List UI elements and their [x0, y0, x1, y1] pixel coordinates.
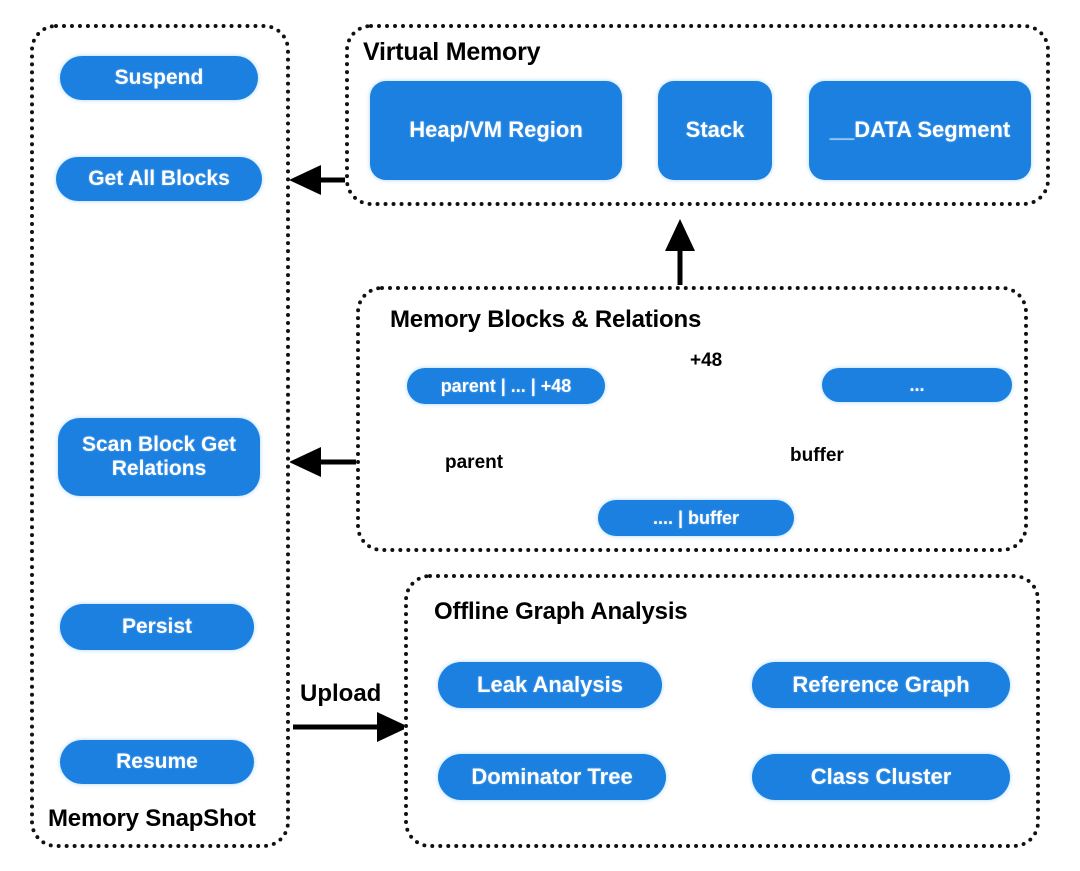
- node-block-dots[interactable]: ...: [822, 368, 1012, 402]
- node-resume[interactable]: Resume: [60, 740, 254, 784]
- node-class-cluster[interactable]: Class Cluster: [752, 754, 1010, 800]
- node-suspend[interactable]: Suspend: [60, 56, 258, 100]
- panel-memory-snapshot-title: Memory SnapShot: [48, 805, 256, 832]
- edge-label-buffer: buffer: [790, 445, 844, 466]
- node-block-parent[interactable]: parent | ... | +48: [407, 368, 605, 404]
- node-block-buffer[interactable]: .... | buffer: [598, 500, 794, 536]
- node-heap-vm-region[interactable]: Heap/VM Region: [370, 81, 622, 180]
- node-scan-block-get-relations[interactable]: Scan Block Get Relations: [58, 418, 260, 496]
- node-persist[interactable]: Persist: [60, 604, 254, 650]
- edge-label-plus48: +48: [690, 350, 723, 371]
- node-dominator-tree[interactable]: Dominator Tree: [438, 754, 666, 800]
- node-reference-graph[interactable]: Reference Graph: [752, 662, 1010, 708]
- panel-offline-graph-analysis-title: Offline Graph Analysis: [434, 598, 688, 625]
- panel-virtual-memory-title: Virtual Memory: [363, 38, 541, 66]
- node-get-all-blocks[interactable]: Get All Blocks: [56, 157, 262, 201]
- node-data-segment[interactable]: __DATA Segment: [809, 81, 1031, 180]
- edge-label-upload: Upload: [300, 680, 382, 707]
- edge-label-parent: parent: [445, 452, 504, 473]
- node-leak-analysis[interactable]: Leak Analysis: [438, 662, 662, 708]
- node-stack[interactable]: Stack: [658, 81, 772, 180]
- panel-offline-graph-analysis: [404, 574, 1040, 848]
- panel-memory-blocks-title: Memory Blocks & Relations: [390, 306, 702, 333]
